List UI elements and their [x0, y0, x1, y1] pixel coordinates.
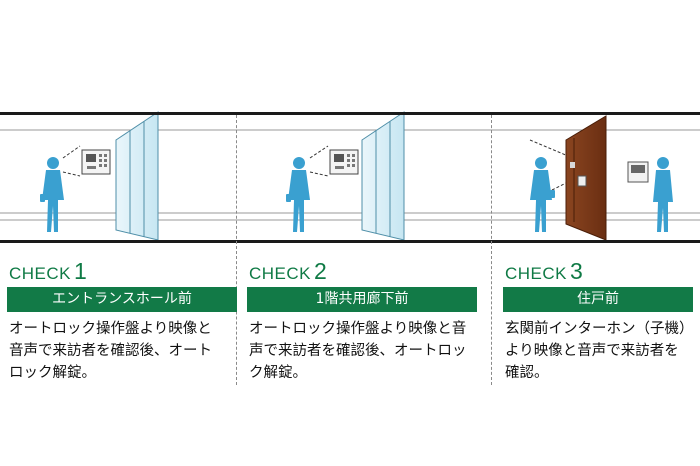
check-2-description-line: 声で来訪者を確認後、オートロッ: [249, 343, 467, 359]
panel-3-scene: [529, 115, 673, 241]
panel-1-scene: [40, 111, 159, 241]
check-1-description-line: オートロック操作盤より映像と: [9, 321, 212, 337]
autolock-panel-2: [329, 149, 359, 175]
door-intercom-icon: [577, 175, 587, 187]
scene-bottom-rule: [0, 240, 700, 243]
sight-lines-1: [62, 145, 81, 177]
check-1-prefix: CHECK: [9, 264, 72, 283]
scene-top-rule: [0, 112, 700, 115]
column-divider-1: [236, 115, 237, 385]
check-3-description: 玄関前インターホン（子機） より映像と音声で来訪者を 確認。: [505, 318, 695, 384]
check-2-number: 2: [314, 258, 328, 284]
check-1-description-line: 音声で来訪者を確認後、オート: [9, 343, 212, 359]
check-2-description: オートロック操作盤より映像と音 声で来訪者を確認後、オートロッ ク解錠。: [249, 318, 479, 384]
check-3-location-band: 住戸前: [503, 287, 693, 312]
check-3-description-line: 玄関前インターホン（子機）: [505, 321, 694, 337]
check-2-prefix: CHECK: [249, 264, 312, 283]
autolock-panel-1: [81, 149, 111, 175]
check-3-description-line: 確認。: [505, 365, 549, 381]
check-2-description-line: ク解錠。: [249, 365, 307, 381]
glass-door-2: [361, 111, 405, 241]
check-1-location-band: エントランスホール前: [7, 287, 237, 312]
check-1-description: オートロック操作盤より映像と 音声で来訪者を確認後、オート ロック解錠。: [9, 318, 239, 384]
check-1-number: 1: [74, 258, 88, 284]
sight-lines-2: [309, 145, 329, 177]
sight-lines-3: [529, 139, 569, 191]
check-3-number: 3: [570, 258, 584, 284]
check-3-prefix: CHECK: [505, 264, 568, 283]
indoor-monitor-icon: [627, 161, 649, 183]
glass-door-1: [115, 111, 159, 241]
check-1-description-line: ロック解錠。: [9, 365, 96, 381]
panel-2-scene: [286, 111, 405, 241]
person-figure-3: [530, 157, 555, 232]
column-divider-2: [491, 115, 492, 385]
check-3-description-line: より映像と音声で来訪者を: [505, 343, 679, 359]
check-2-location-band: 1階共用廊下前: [247, 287, 477, 312]
check-2-description-line: オートロック操作盤より映像と音: [249, 321, 467, 337]
person-figure-2: [286, 157, 310, 232]
person-figure-1: [40, 157, 64, 232]
resident-figure-3: [653, 157, 673, 232]
security-scene-illustration: [0, 111, 700, 241]
